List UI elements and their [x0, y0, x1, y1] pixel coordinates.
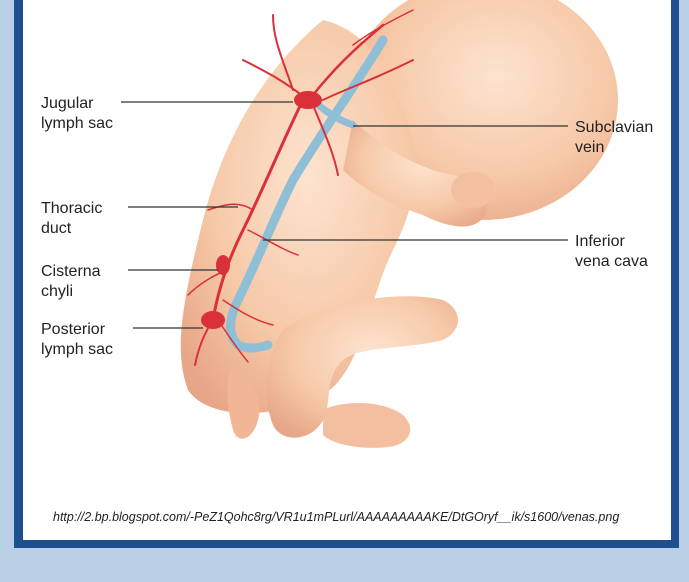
label-posterior-lymph-sac: Posterior lymph sac — [41, 320, 113, 360]
label-thoracic-duct: Thoracic duct — [41, 199, 102, 239]
jugular-lymph-sac-mark — [294, 91, 322, 109]
embryo-hand — [451, 172, 495, 208]
embryo-illustration — [23, 0, 671, 540]
posterior-lymph-sac-mark — [201, 311, 225, 329]
label-cisterna-chyli: Cisterna chyli — [41, 262, 101, 302]
diagram-panel: Jugular lymph sac Subclavian vein Thorac… — [23, 0, 671, 540]
cisterna-chyli-mark — [216, 255, 230, 275]
embryo-foot — [323, 403, 410, 448]
label-subclavian-vein: Subclavian vein — [575, 118, 653, 158]
source-url: http://2.bp.blogspot.com/-PeZ1Qohc8rg/VR… — [53, 510, 619, 524]
label-inferior-vena-cava: Inferior vena cava — [575, 232, 648, 272]
label-jugular-lymph-sac: Jugular lymph sac — [41, 94, 113, 134]
